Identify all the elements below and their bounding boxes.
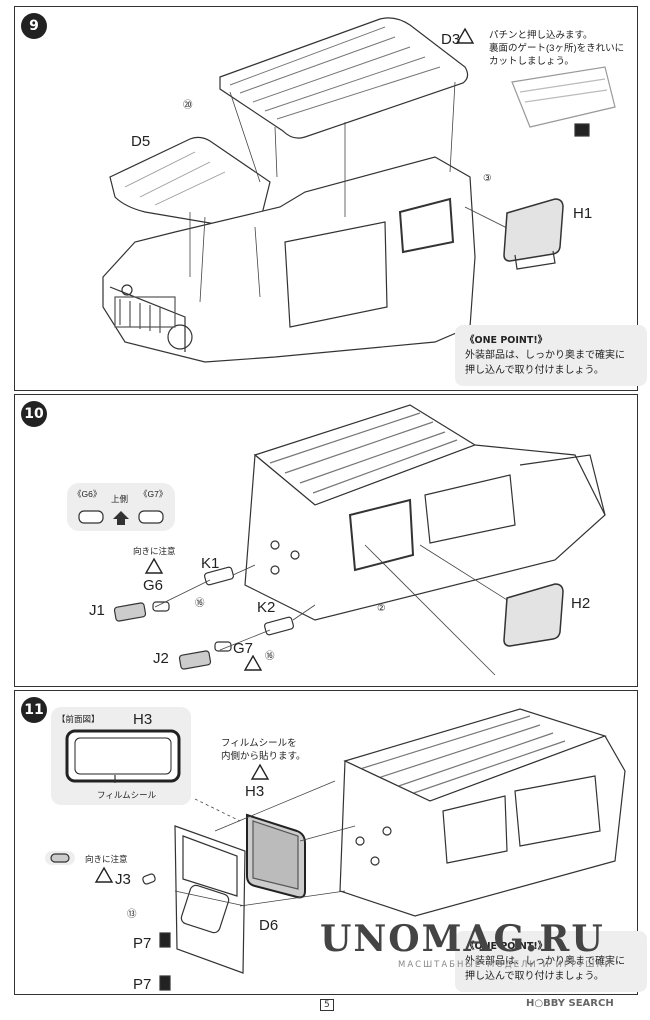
- step-11-one-point: 《ONE POINT!》 外装部品は、しっかり奥まで確実に 押し込んで取り付けま…: [455, 931, 647, 992]
- watermark-sub: МАСШТАБНЫЕ МОДЕЛИ И ИГРУШКИ: [398, 960, 613, 970]
- one-point-text-11: 外装部品は、しっかり奥まで確実に 押し込んで取り付けましょう。: [465, 956, 625, 982]
- part-label-h2: H2: [571, 595, 591, 612]
- one-point-title: 《ONE POINT!》: [465, 335, 548, 346]
- orientation-note: 向きに注意: [133, 546, 176, 556]
- watermark-main: UNOMAG.RU: [320, 918, 605, 960]
- part-label-h1: H1: [573, 205, 593, 222]
- orient-up: 上側: [111, 494, 129, 504]
- part-label-d5: D5: [131, 133, 151, 150]
- part-label-k1: K1: [201, 555, 220, 572]
- front-view-title: 【前面図】: [57, 714, 100, 724]
- step-10-panel: 10: [14, 394, 638, 687]
- part-label-13: ⑬: [127, 909, 137, 920]
- part-label-h3: H3: [245, 783, 265, 800]
- orient-right: 《G7》: [139, 489, 168, 499]
- page-number: 5: [320, 999, 334, 1011]
- film-seal-note: フィルムシールを 内側から貼ります。: [221, 738, 306, 762]
- part-label-j1: J1: [89, 602, 105, 619]
- step-9-number: 9: [21, 13, 47, 39]
- step-11-panel: 11: [14, 690, 647, 995]
- part-label-d3: D3: [441, 31, 461, 48]
- part-label-2: ②: [377, 603, 386, 614]
- part-label-h3-inset: H3: [133, 711, 153, 728]
- step-9-illustration: [102, 17, 616, 363]
- part-label-k2: K2: [257, 599, 276, 616]
- part-label-d6: D6: [259, 917, 279, 934]
- orient-left: 《G6》: [73, 489, 102, 499]
- step-10-illustration: [67, 404, 606, 676]
- step-9-panel: 9: [14, 6, 647, 391]
- one-point-text: 外装部品は、しっかり奥まで確実に 押し込んで取り付けましょう。: [465, 350, 625, 376]
- part-label-j2: J2: [153, 650, 169, 667]
- d3-caution-text: パチンと押し込みます。 裏面のゲート(3ヶ所)をきれいに カットしましょう。: [489, 30, 625, 67]
- step-11-number: 11: [21, 697, 47, 723]
- film-seal-label: フィルムシール: [97, 790, 157, 800]
- part-label-3: ③: [483, 173, 492, 184]
- orientation-note-11: 向きに注意: [85, 854, 128, 864]
- part-label-16b: ⑯: [265, 651, 275, 662]
- part-label-p7a: P7: [133, 935, 152, 952]
- part-label-20: ⑳: [183, 100, 193, 111]
- footer-logo: H○BBY SEARCH: [526, 998, 614, 1009]
- one-point-title-11: 《ONE POINT!》: [465, 941, 548, 952]
- part-label-16a: ⑯: [195, 598, 205, 609]
- step-11-illustration: [45, 707, 626, 991]
- part-label-g7: G7: [233, 640, 254, 657]
- part-label-p7b: P7: [133, 976, 152, 993]
- step-9-one-point: 《ONE POINT!》 外装部品は、しっかり奥まで確実に 押し込んで取り付けま…: [455, 325, 647, 386]
- step-10-number: 10: [21, 401, 47, 427]
- part-label-g6: G6: [143, 577, 164, 594]
- part-label-j3: J3: [115, 871, 131, 888]
